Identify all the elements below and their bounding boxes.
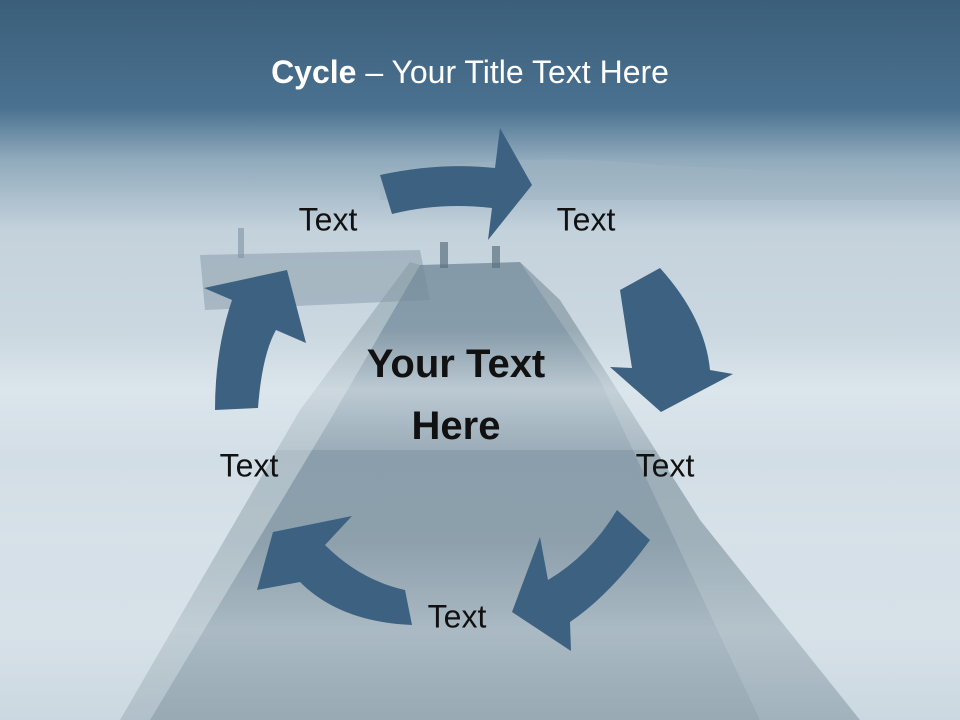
- cycle-arrow-4: [257, 516, 412, 625]
- cycle-label-top-right: Text: [556, 201, 616, 238]
- cycle-arrow-3: [512, 510, 650, 651]
- cycle-arrow-1: [380, 128, 532, 240]
- center-text: Your Text Here: [326, 333, 586, 457]
- center-text-line2: Here: [411, 404, 501, 448]
- cycle-arrow-5: [204, 270, 306, 410]
- cycle-arrow-2: [610, 268, 733, 412]
- cycle-label-top-left: Text: [298, 201, 358, 238]
- cycle-label-left: Text: [219, 447, 279, 484]
- title-rest: – Your Title Text Here: [356, 54, 669, 90]
- center-text-line1: Your Text: [366, 342, 546, 386]
- cycle-label-right: Text: [635, 447, 695, 484]
- title-bold: Cycle: [271, 54, 357, 90]
- cycle-label-bottom: Text: [427, 598, 487, 635]
- slide-title: Cycle – Your Title Text Here: [0, 54, 940, 91]
